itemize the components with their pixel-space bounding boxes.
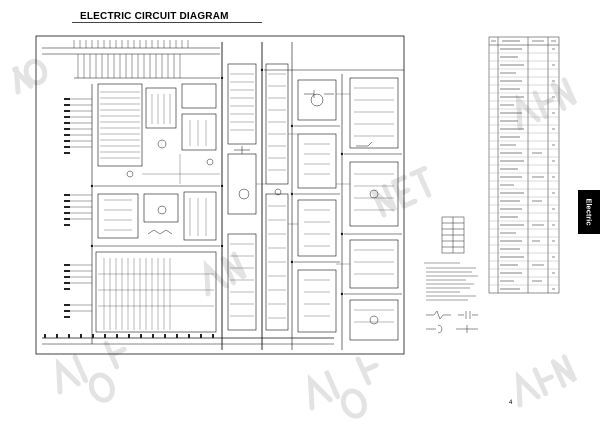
schematic-notes: [424, 216, 478, 334]
section-tab-label: Electric: [584, 198, 594, 226]
page-number: 4: [509, 400, 513, 406]
parts-table: [488, 36, 560, 294]
page-title: ELECTRIC CIRCUIT DIAGRAM: [80, 11, 229, 22]
title-underline: [72, 22, 262, 23]
section-tab: Electric: [578, 190, 600, 234]
circuit-schematic: [35, 35, 405, 355]
